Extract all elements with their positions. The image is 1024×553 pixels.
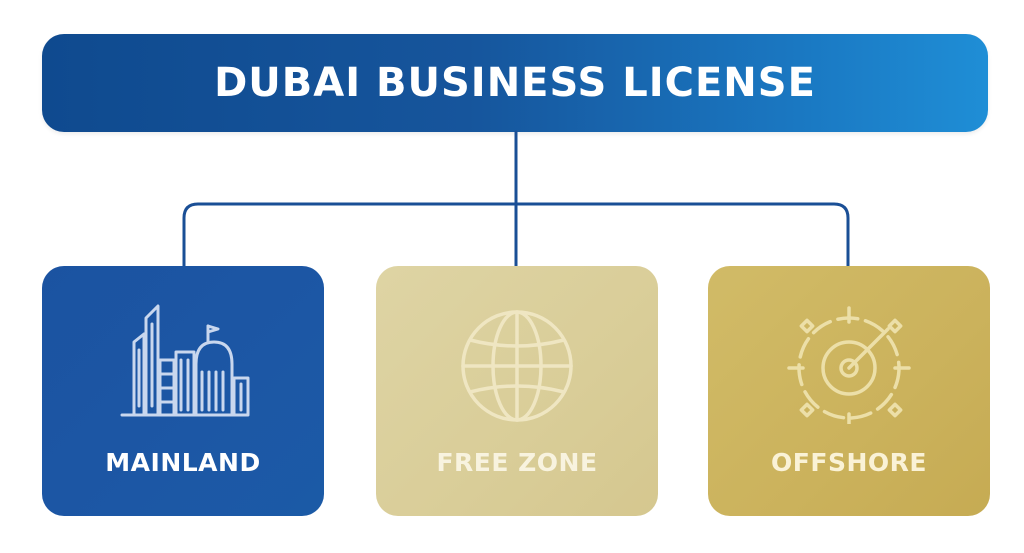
target-compass-icon (787, 306, 911, 424)
option-label-free-zone: FREE ZONE (436, 448, 598, 477)
city-buildings-icon (120, 304, 250, 417)
connector-left-branch (182, 202, 518, 268)
option-label-mainland: MAINLAND (105, 448, 261, 477)
connector-right-branch (514, 202, 850, 268)
option-card-offshore: OFFSHORE (708, 266, 990, 516)
license-header: DUBAI BUSINESS LICENSE (42, 34, 988, 132)
option-card-mainland: MAINLAND (42, 266, 324, 516)
option-label-offshore: OFFSHORE (771, 448, 927, 477)
header-title: DUBAI BUSINESS LICENSE (214, 60, 816, 106)
globe-icon (461, 310, 573, 422)
option-card-free-zone: FREE ZONE (376, 266, 658, 516)
